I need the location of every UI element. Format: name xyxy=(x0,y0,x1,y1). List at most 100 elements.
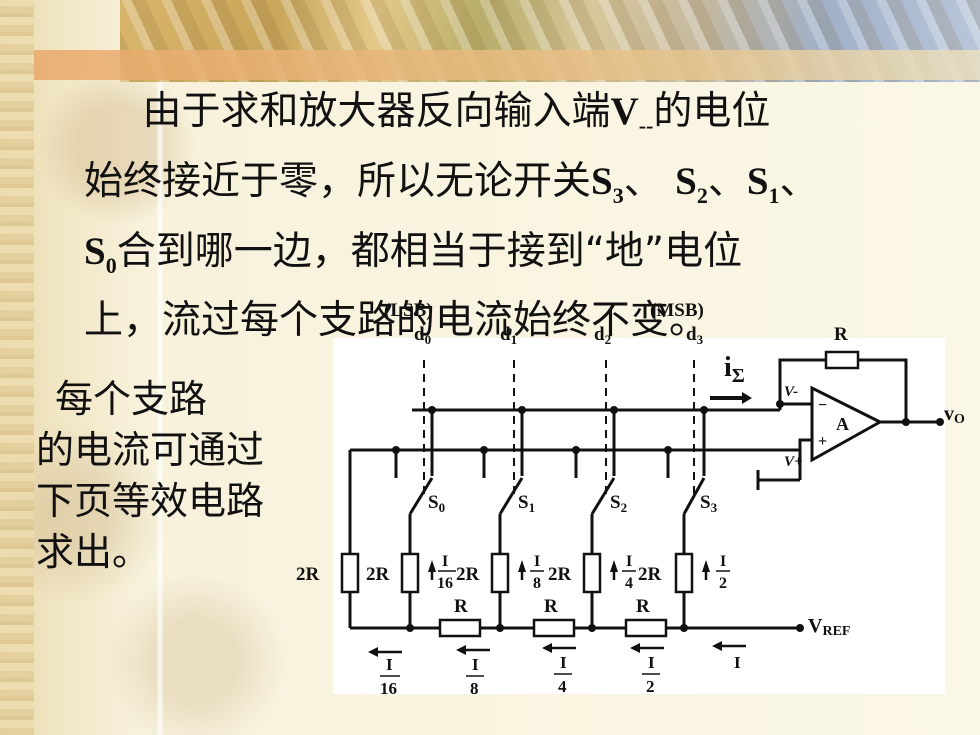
s2-symbol: S xyxy=(675,159,697,203)
d0-label: d0 xyxy=(414,324,431,347)
branch-current-2-den: 4 xyxy=(625,575,633,592)
total-current-label: I xyxy=(734,653,741,672)
msb-label: (MSB) xyxy=(650,300,704,321)
amp-label: A xyxy=(836,414,849,434)
r2-label-terminating: 2R xyxy=(296,564,320,585)
r2-label-2: 2R xyxy=(548,564,572,585)
vo-label: vO xyxy=(944,403,965,427)
r2-label-0: 2R xyxy=(366,564,390,585)
branch-current-3-den: 2 xyxy=(719,575,727,592)
ladder-resistor-3 xyxy=(624,618,668,638)
s3-symbol: S xyxy=(591,159,613,203)
main-paragraph: 由于求和放大器反向输入端V--的电位 始终接近于零，所以无论开关S3、 S2、S… xyxy=(84,84,954,349)
side-note-line-4: 求出。 xyxy=(36,530,151,574)
branch-current-0-num: I xyxy=(442,553,448,570)
inverting-sign: − xyxy=(818,397,827,414)
side-note-line-3: 下页等效电路 xyxy=(36,479,265,523)
top-orange-band xyxy=(34,50,980,80)
side-note-line-1-text: 每个支路 xyxy=(55,377,208,421)
v-minus-symbol: V xyxy=(610,90,639,133)
resistors xyxy=(340,350,860,638)
digit-control-lines xyxy=(423,360,695,500)
circuit-labels: (LSB) (MSB) d0 d1 d2 d3 R iΣ V- V+ A − +… xyxy=(296,300,965,698)
sep1: 、 xyxy=(623,158,676,204)
ladder-current-0-num: I xyxy=(386,655,393,674)
paragraph-line-3: S0合到哪一边，都相当于接到“地”电位 xyxy=(84,224,954,294)
r2-label-1: 2R xyxy=(456,564,480,585)
ladder-current-3-num: I xyxy=(648,653,655,672)
resistor-2r-3 xyxy=(674,552,694,594)
side-note-line-2: 的电流可通过 xyxy=(36,428,265,472)
resistor-2r-terminating xyxy=(340,552,360,594)
line2-pre: 始终接近于零，所以无论开关 xyxy=(84,158,592,204)
branch-current-1-den: 8 xyxy=(533,575,541,592)
lsb-label: (LSB) xyxy=(384,300,433,321)
ladder-arrow-0 xyxy=(368,647,378,657)
branch-arrow-0 xyxy=(428,560,436,572)
s2-sub: 2 xyxy=(696,182,708,208)
ladder-current-0-den: 16 xyxy=(380,679,397,698)
line1-pre: 由于求和放大器反向输入端 xyxy=(142,89,611,134)
i-sigma-arrow xyxy=(710,392,752,404)
branch-arrow-3 xyxy=(702,560,710,572)
line1-post: 的电位 xyxy=(653,89,771,134)
ladder-current-3-den: 2 xyxy=(646,677,655,696)
d2-label: d2 xyxy=(594,324,611,347)
ladder-current-1-den: 8 xyxy=(470,679,479,698)
s1-symbol: S xyxy=(746,159,769,203)
branch-arrow-1 xyxy=(518,560,526,572)
branch-arrow-2 xyxy=(610,560,618,572)
s0-symbol: S xyxy=(84,229,106,273)
s2-label: S2 xyxy=(610,492,627,515)
branch-current-2-num: I xyxy=(626,553,632,570)
v-minus-sub: -- xyxy=(638,112,654,138)
side-note-line-1: 每个支路 xyxy=(36,374,316,425)
s0-label: S0 xyxy=(428,492,445,515)
ladder-current-1-num: I xyxy=(472,655,479,674)
ladder-arrow-total xyxy=(712,641,722,651)
ladder-r-label-3: R xyxy=(636,596,650,617)
ladder-resistor-1 xyxy=(438,618,482,638)
s3-sub: 3 xyxy=(612,182,624,208)
branch-current-3-num: I xyxy=(720,553,726,570)
s0-sub: 0 xyxy=(105,252,117,278)
paragraph-line-4: 上，流过每个支路的电流始终不变。 xyxy=(84,298,709,344)
noninverting-sign: + xyxy=(818,433,827,450)
ladder-current-labels: I 16 I 8 I 4 I 2 I xyxy=(380,653,741,698)
ladder-current-2-num: I xyxy=(560,653,567,672)
paragraph-line-1: 由于求和放大器反向输入端V--的电位 xyxy=(84,84,954,154)
ladder-r-label-2: R xyxy=(544,596,558,617)
s3-label: S3 xyxy=(700,492,718,515)
ladder-arrow-3 xyxy=(630,643,640,653)
d1-label: d1 xyxy=(500,324,517,347)
vertical-highlight-line xyxy=(156,82,164,735)
resistor-2r-0 xyxy=(400,552,420,594)
feedback-resistor xyxy=(824,350,860,370)
junction-dots xyxy=(392,400,944,632)
sep2: 、 xyxy=(707,158,747,204)
feedback-r-label: R xyxy=(834,324,848,345)
ladder-resistor-2 xyxy=(532,618,576,638)
branch-current-labels: I 16 I 8 I 4 I 2 xyxy=(437,553,730,592)
branch-current-0-den: 16 xyxy=(437,575,453,592)
ladder-r-label-1: R xyxy=(454,596,468,617)
v-plus-label: V+ xyxy=(784,454,803,470)
branch-current-1-num: I xyxy=(534,553,540,570)
s1-label: S1 xyxy=(518,492,535,515)
i-sigma-label: iΣ xyxy=(724,352,745,387)
current-arrows xyxy=(368,392,752,657)
left-texture-strip xyxy=(0,0,34,735)
d3-label: d3 xyxy=(686,324,704,347)
vref-label: VREF xyxy=(808,615,850,639)
ladder-arrow-1 xyxy=(456,645,466,655)
resistor-2r-2 xyxy=(582,552,602,594)
s1-sub: 1 xyxy=(768,182,780,208)
ladder-arrow-2 xyxy=(542,643,552,653)
resistor-2r-1 xyxy=(490,552,510,594)
side-note: 每个支路 的电流可通过 下页等效电路 求出。 xyxy=(36,374,316,578)
paragraph-line-2: 始终接近于零，所以无论开关S3、 S2、S1、 xyxy=(84,154,954,224)
r2-label-3: 2R xyxy=(638,564,662,585)
v-minus-label: V- xyxy=(784,384,798,400)
sep3: 、 xyxy=(779,158,819,204)
